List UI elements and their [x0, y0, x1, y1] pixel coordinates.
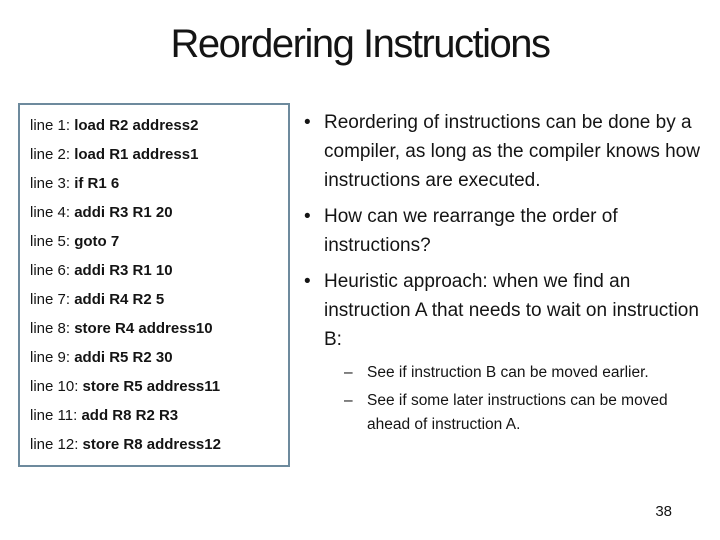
code-line-label: line 12: [30, 436, 83, 453]
code-line: line 4: addi R3 R1 20 [30, 198, 284, 227]
code-instruction: goto 7 [74, 233, 120, 250]
code-line-label: line 6: [30, 262, 75, 279]
bullet-list: • Reordering of instructions can be done… [300, 108, 710, 441]
code-line-label: line 7: [30, 291, 75, 308]
code-line-label: line 9: [30, 349, 75, 366]
code-line: line 9: addi R5 R2 30 [30, 343, 284, 372]
code-listing-box: line 1: load R2 address2 line 2: load R1… [18, 103, 290, 467]
bullet-text: Heuristic approach: when we find an inst… [324, 271, 699, 350]
code-line: line 7: addi R4 R2 5 [30, 285, 284, 314]
code-line: line 3: if R1 6 [30, 169, 284, 198]
bullet-item: • Heuristic approach: when we find an in… [300, 267, 710, 354]
bullet-marker-icon: • [304, 271, 311, 292]
code-instruction: addi R4 R2 5 [74, 291, 165, 308]
code-instruction: addi R5 R2 30 [74, 349, 173, 366]
bullet-marker-icon: – [344, 392, 353, 409]
code-instruction: addi R3 R1 10 [74, 262, 173, 279]
code-line: line 10: store R5 address11 [30, 372, 284, 401]
code-line-label: line 1: [30, 117, 75, 134]
bullet-text: See if instruction B can be moved earlie… [367, 364, 649, 381]
bullet-text: See if some later instructions can be mo… [367, 392, 668, 433]
page-number: 38 [655, 503, 672, 520]
code-line: line 12: store R8 address12 [30, 430, 284, 459]
code-line: line 2: load R1 address1 [30, 140, 284, 169]
code-instruction: store R8 address12 [82, 436, 221, 453]
code-instruction: if R1 6 [74, 175, 120, 192]
sub-bullet-item: – See if some later instructions can be … [344, 389, 710, 437]
code-line-label: line 10: [30, 378, 83, 395]
code-line-label: line 5: [30, 233, 75, 250]
code-line: line 6: addi R3 R1 10 [30, 256, 284, 285]
code-instruction: store R4 address10 [74, 320, 213, 337]
code-instruction: store R5 address11 [82, 378, 221, 395]
slide-title: Reordering Instructions [170, 22, 551, 66]
bullet-item: • How can we rearrange the order of inst… [300, 202, 710, 260]
code-line-label: line 4: [30, 204, 75, 221]
code-instruction: add R8 R2 R3 [81, 407, 179, 424]
code-line-label: line 2: [30, 146, 75, 163]
bullet-text: How can we rearrange the order of instru… [324, 206, 618, 256]
bullet-marker-icon: – [344, 364, 353, 381]
code-line: line 8: store R4 address10 [30, 314, 284, 343]
bullet-text: Reordering of instructions can be done b… [324, 112, 700, 191]
code-line-label: line 8: [30, 320, 75, 337]
code-line-label: line 3: [30, 175, 75, 192]
bullet-marker-icon: • [304, 206, 311, 227]
code-line: line 5: goto 7 [30, 227, 284, 256]
code-line: line 11: add R8 R2 R3 [30, 401, 284, 430]
bullet-item: • Reordering of instructions can be done… [300, 108, 710, 195]
code-line: line 1: load R2 address2 [30, 111, 284, 140]
code-instruction: load R1 address1 [74, 146, 199, 163]
code-line-list: line 1: load R2 address2 line 2: load R1… [30, 111, 284, 459]
code-line-label: line 11: [30, 407, 82, 424]
bullet-marker-icon: • [304, 112, 311, 133]
sub-bullet-item: – See if instruction B can be moved earl… [344, 361, 710, 385]
code-instruction: load R2 address2 [74, 117, 199, 134]
code-instruction: addi R3 R1 20 [74, 204, 173, 221]
